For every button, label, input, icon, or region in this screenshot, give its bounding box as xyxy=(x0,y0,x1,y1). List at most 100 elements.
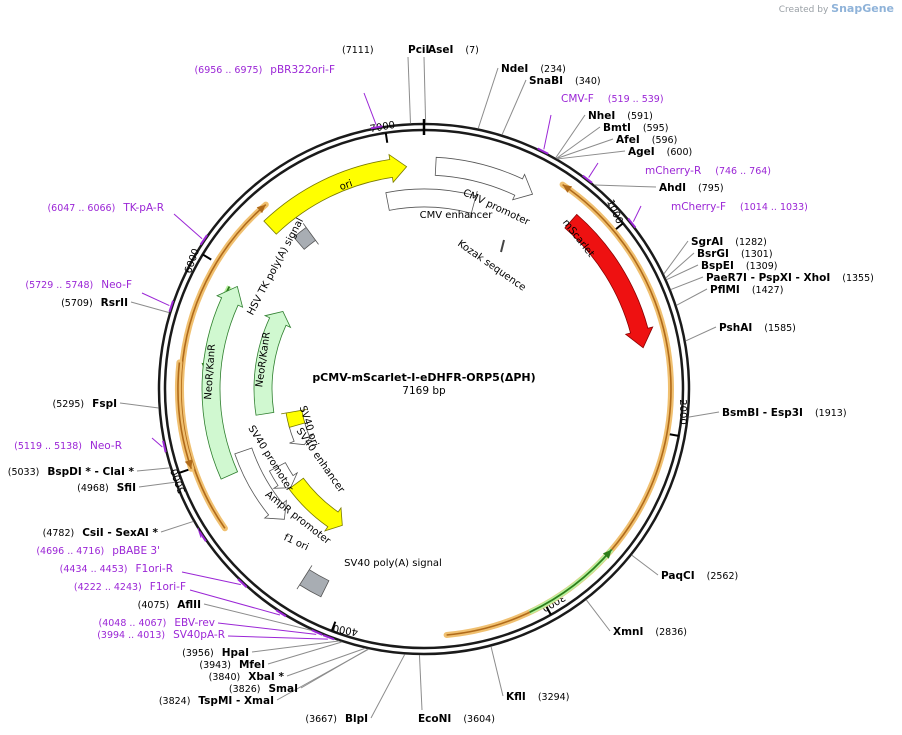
site-position: (4782) xyxy=(43,528,75,539)
site-CsiI[interactable]: CsiI - SexAI *(4782) xyxy=(43,520,194,539)
site-NdeI[interactable]: NdeI(234) xyxy=(477,63,566,129)
feature-label-f1-ori: f1 ori xyxy=(282,532,310,553)
site-name: AhdI xyxy=(659,182,686,194)
site-AhdI[interactable]: AhdI(795) xyxy=(594,182,724,194)
site-leader xyxy=(300,648,369,689)
primer-pBR322ori-F[interactable]: pBR322ori-F(6956 .. 6975) xyxy=(194,64,383,130)
primer-F1ori-R[interactable]: F1ori-R(4434 .. 4453) xyxy=(60,563,248,588)
primer-name: SV40pA-R xyxy=(173,629,225,641)
ori-arrow xyxy=(263,153,408,235)
site-leader xyxy=(594,184,657,188)
primer-SV40pA-R[interactable]: SV40pA-R (3994 .. 4013) xyxy=(97,629,335,641)
site-leader xyxy=(370,654,406,719)
primer-position: (3994 .. 4013) xyxy=(97,630,165,641)
site-position: (5295) xyxy=(53,399,85,410)
site-position: (3943) xyxy=(199,660,231,671)
site-RsrII[interactable]: RsrII(5709) xyxy=(61,297,170,314)
site-PshAI[interactable]: PshAI(1585) xyxy=(685,322,796,342)
site-XmnI[interactable]: XmnI(2836) xyxy=(585,599,687,638)
site-name: SgrAI xyxy=(691,236,723,248)
tick-mark xyxy=(545,605,552,616)
primer-Neo-R[interactable]: Neo-R(5119 .. 5138) xyxy=(14,437,167,453)
site-position: (596) xyxy=(652,135,678,146)
site-name: MfeI xyxy=(239,659,265,671)
site-name: PciI xyxy=(408,44,429,56)
site-name: AseI xyxy=(428,44,453,56)
site-EcoNI[interactable]: EcoNI(3604) xyxy=(418,654,495,725)
site-position: (7) xyxy=(465,45,478,56)
site-XbaI[interactable]: XbaI *(3840) xyxy=(209,647,366,683)
cmv-enhancer-block xyxy=(385,188,478,219)
primer-name: pBABE 3' xyxy=(112,545,160,557)
primer-pBABE3[interactable]: pBABE 3'(4696 .. 4716) xyxy=(36,527,207,557)
site-PaqCI[interactable]: PaqCI(2562) xyxy=(631,554,739,582)
site-SnaBI[interactable]: SnaBI(340) xyxy=(501,75,601,135)
snapgene-logo: SnapGene xyxy=(831,2,894,15)
orf-green-bottom xyxy=(529,549,613,614)
site-AfeI[interactable]: AfeI(596) xyxy=(556,134,678,159)
site-AseI[interactable]: AseI (7) xyxy=(423,44,479,124)
primer-CMV-F[interactable]: CMV-F (519 .. 539) xyxy=(537,93,664,155)
sv40-polya-block xyxy=(296,565,330,598)
primer-mCherry-F[interactable]: mCherry-F(1014 .. 1033) xyxy=(627,201,808,229)
site-leader xyxy=(267,641,342,665)
site-position: (340) xyxy=(575,76,601,87)
site-SfiI[interactable]: SfiI(4968) xyxy=(77,481,175,494)
site-BspEI[interactable]: BspEI(1309) xyxy=(666,260,777,281)
tick-mark xyxy=(202,253,212,261)
primer-mark xyxy=(311,629,323,636)
site-MfeI[interactable]: MfeI (3943) xyxy=(199,641,342,671)
site-AgeI[interactable]: AgeI(600) xyxy=(557,146,693,160)
site-HpaI[interactable]: HpaI(3956) xyxy=(182,640,339,659)
site-SmaI[interactable]: SmaI(3826) xyxy=(229,648,369,695)
primer-Neo-F[interactable]: Neo-F(5729 .. 5748) xyxy=(25,279,175,313)
primer-leader xyxy=(181,571,241,586)
primer-name: pBR322ori-F xyxy=(270,64,335,76)
primer-leader xyxy=(141,292,170,307)
primer-name: CMV-F xyxy=(561,93,594,105)
kozak-marker xyxy=(500,239,505,253)
site-name: FspI xyxy=(92,398,117,410)
site-name: BspDI * - ClaI * xyxy=(47,466,134,478)
site-NheI[interactable]: NheI(591) xyxy=(555,110,653,159)
primer-mark xyxy=(162,440,167,453)
site-PflMI[interactable]: PflMI(1427) xyxy=(676,284,783,306)
primer-leader xyxy=(227,635,328,640)
tick-label: 4000 xyxy=(332,622,359,637)
site-PciI[interactable]: PciI(7111) xyxy=(342,44,429,124)
primer-mark xyxy=(537,147,549,155)
site-BsrGI[interactable]: BsrGI(1301) xyxy=(665,248,773,279)
primer-mCherry-R[interactable]: mCherry-R(746 .. 764) xyxy=(582,162,771,184)
site-leader xyxy=(477,67,499,129)
primer-position: (5729 .. 5748) xyxy=(25,280,93,291)
orf-left-head xyxy=(256,204,266,214)
f1-ori-arrow xyxy=(288,477,343,532)
site-BmtI[interactable]: BmtI(595) xyxy=(556,122,669,159)
site-name: BspEI xyxy=(701,260,734,272)
primer-EBV-rev[interactable]: EBV-rev(4048 .. 4067) xyxy=(99,617,323,636)
primer-position: (4048 .. 4067) xyxy=(99,618,167,629)
site-name: SmaI xyxy=(269,683,299,695)
primer-mark xyxy=(275,609,287,618)
site-KflI[interactable]: KflI(3294) xyxy=(490,646,569,703)
site-AflII[interactable]: AflII(4075) xyxy=(138,599,314,632)
primer-position: (519 .. 539) xyxy=(608,94,664,105)
site-FspI[interactable]: FspI (5295) xyxy=(53,398,159,410)
site-BspDI[interactable]: BspDI * - ClaI *(5033) xyxy=(8,466,171,478)
site-SgrAI[interactable]: SgrAI(1282) xyxy=(663,236,767,275)
site-BsmBI[interactable]: BsmBI - Esp3I(1913) xyxy=(688,407,847,419)
primer-TK-pA-R[interactable]: TK-pA-R(6047 .. 6066) xyxy=(47,202,208,246)
site-leader xyxy=(676,288,708,306)
primer-position: (6047 .. 6066) xyxy=(47,203,115,214)
site-BlpI[interactable]: BlpI(3667) xyxy=(305,654,406,725)
site-position: (2562) xyxy=(707,571,739,582)
site-leader xyxy=(501,79,527,135)
primer-position: (1014 .. 1033) xyxy=(740,202,808,213)
cmv-promoter-arrow xyxy=(434,156,534,201)
primer-F1ori-F[interactable]: F1ori-F(4222 .. 4243) xyxy=(74,581,287,618)
site-position: (3667) xyxy=(305,714,337,725)
site-name: EcoNI xyxy=(418,713,451,725)
site-PaeR7I[interactable]: PaeR7I - PspXI - XhoI(1355) xyxy=(670,272,874,291)
primer-mark xyxy=(582,174,593,184)
